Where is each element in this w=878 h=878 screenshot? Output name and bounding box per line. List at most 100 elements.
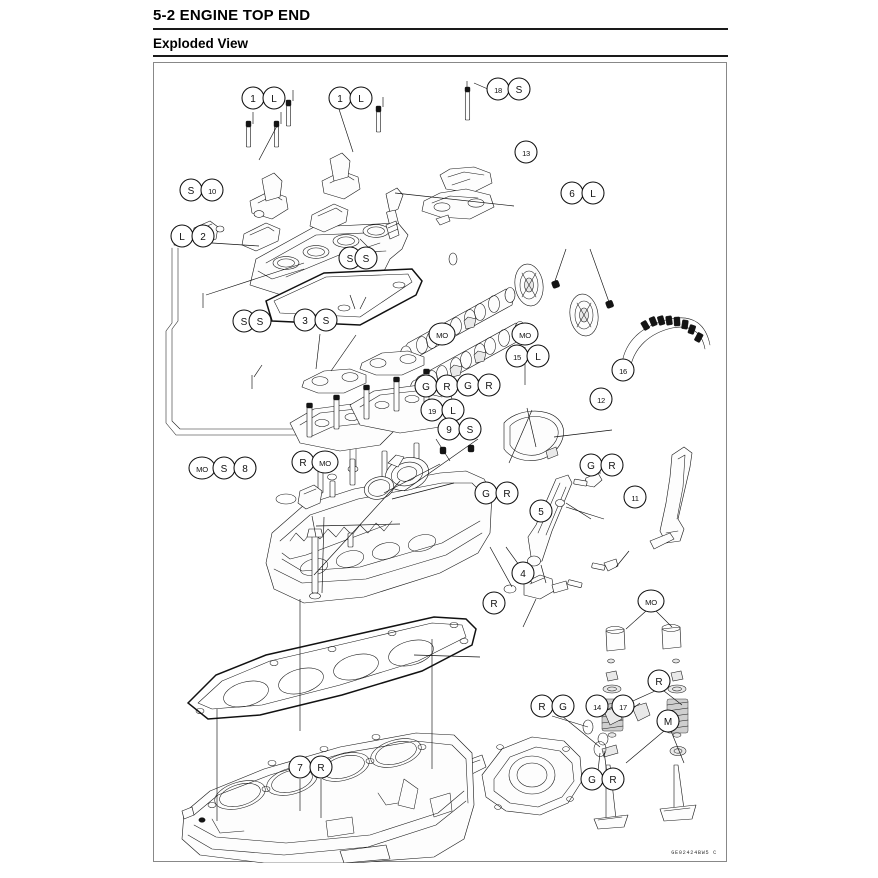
- callout-19-l[interactable]: 19 L: [420, 398, 465, 422]
- callout-s-s-2[interactable]: S S: [232, 309, 272, 333]
- leader-lines: [202, 81, 685, 821]
- svg-text:G: G: [464, 381, 472, 392]
- callout-9-s[interactable]: 9 S: [437, 417, 482, 441]
- svg-text:R: R: [299, 458, 306, 469]
- camshaft-cap-row: [301, 350, 425, 394]
- callout-s-10[interactable]: S 10: [179, 178, 224, 202]
- callout-7[interactable]: 7: [288, 755, 312, 779]
- svg-text:R: R: [485, 381, 492, 392]
- callout-m[interactable]: M: [656, 709, 680, 733]
- svg-text:G: G: [559, 702, 567, 713]
- svg-text:4: 4: [520, 569, 526, 580]
- callout-mo-camshaft-1[interactable]: MO: [428, 322, 456, 346]
- svg-text:S: S: [241, 317, 248, 328]
- cam-chain-guide: [649, 446, 693, 550]
- svg-text:1: 1: [337, 94, 343, 105]
- svg-text:R: R: [443, 382, 450, 393]
- svg-text:14: 14: [593, 703, 601, 712]
- callout-11[interactable]: 11: [623, 485, 647, 509]
- svg-text:16: 16: [619, 367, 627, 376]
- svg-text:R: R: [538, 702, 545, 713]
- svg-text:8: 8: [242, 464, 248, 475]
- callout-g-r-2[interactable]: G R: [456, 373, 501, 397]
- section-rule: [153, 55, 728, 57]
- callout-12[interactable]: 12: [589, 387, 613, 411]
- svg-text:10: 10: [208, 187, 216, 196]
- svg-text:2: 2: [200, 232, 206, 243]
- callout-mo-camshaft-2[interactable]: MO: [511, 322, 539, 346]
- callout-1-l-2[interactable]: 1 L: [328, 86, 373, 110]
- callout-r-crankcase[interactable]: R: [309, 755, 333, 779]
- svg-text:S: S: [516, 85, 523, 96]
- svg-text:S: S: [188, 186, 195, 197]
- callout-5[interactable]: 5: [529, 499, 553, 523]
- valve-train-group: [593, 624, 697, 830]
- small-parts-group: [275, 472, 619, 600]
- svg-text:MO: MO: [196, 465, 208, 474]
- svg-text:G: G: [482, 489, 490, 500]
- page-title: 5-2 ENGINE TOP END: [153, 7, 311, 24]
- svg-text:18: 18: [494, 86, 502, 95]
- camshaft-end-cap-assembly: [363, 410, 564, 500]
- callout-l-2[interactable]: L 2: [170, 224, 215, 248]
- valve-exhaust: [659, 764, 697, 822]
- svg-text:L: L: [271, 94, 277, 105]
- svg-text:L: L: [179, 232, 185, 243]
- svg-text:R: R: [317, 763, 324, 774]
- svg-text:17: 17: [619, 703, 627, 712]
- camshaft-sprocket-right: [569, 293, 599, 337]
- svg-text:S: S: [257, 317, 264, 328]
- svg-text:S: S: [347, 254, 354, 265]
- svg-text:MO: MO: [519, 331, 531, 340]
- callout-mo-s-8[interactable]: MO S 8: [188, 456, 257, 480]
- svg-text:9: 9: [446, 425, 452, 436]
- callout-g-r-4[interactable]: G R: [474, 481, 519, 505]
- callout-13[interactable]: 13: [514, 140, 538, 164]
- callout-layer: 1 L 1 L 18 S 13 6: [170, 77, 680, 791]
- callout-3-s[interactable]: 3 S: [293, 308, 338, 332]
- callout-g-r-5[interactable]: G R: [580, 767, 625, 791]
- svg-text:15: 15: [513, 353, 521, 362]
- callout-r-gasket[interactable]: R: [482, 591, 506, 615]
- callout-14[interactable]: 14: [585, 694, 609, 718]
- svg-text:G: G: [422, 382, 430, 393]
- exploded-view-drawing: 1 L 1 L 18 S 13 6: [165, 77, 711, 863]
- callout-1-l[interactable]: 1 L: [241, 86, 286, 110]
- camshaft-sprocket-left: [514, 263, 544, 307]
- svg-text:L: L: [535, 352, 541, 363]
- callout-18-s[interactable]: 18 S: [486, 77, 531, 101]
- callout-4[interactable]: 4: [511, 561, 535, 585]
- callout-g-r-3[interactable]: G R: [579, 453, 624, 477]
- callout-g-r-1[interactable]: G R: [414, 374, 459, 398]
- callout-r-spring[interactable]: R: [647, 669, 671, 693]
- camshaft-cap-assembly: [421, 86, 495, 266]
- svg-text:L: L: [450, 406, 456, 417]
- callout-r-mo[interactable]: R MO: [291, 450, 339, 474]
- callout-r-g[interactable]: R G: [530, 694, 575, 718]
- callout-17[interactable]: 17: [611, 694, 635, 718]
- callout-mo-valve[interactable]: MO: [637, 589, 665, 613]
- svg-text:S: S: [467, 425, 474, 436]
- callout-s-s-1[interactable]: S S: [338, 246, 378, 270]
- svg-text:12: 12: [597, 396, 605, 405]
- svg-text:S: S: [221, 464, 228, 475]
- svg-text:G: G: [588, 775, 596, 786]
- spark-plug: [385, 187, 404, 240]
- cylinder-head-gasket: [186, 616, 477, 720]
- svg-text:L: L: [358, 94, 364, 105]
- exploded-view-figure: 1 L 1 L 18 S 13 6: [153, 62, 727, 863]
- callout-6-l[interactable]: 6 L: [560, 181, 605, 205]
- callout-15-l[interactable]: 15 L: [505, 344, 550, 368]
- header-rule: [153, 28, 728, 30]
- svg-text:R: R: [503, 489, 510, 500]
- svg-text:R: R: [609, 775, 616, 786]
- svg-text:7: 7: [297, 763, 303, 774]
- crankcase-cylinder-block: [181, 732, 475, 863]
- svg-text:L: L: [590, 189, 596, 200]
- page-header: 5-2 ENGINE TOP END Exploded View: [153, 6, 728, 57]
- svg-text:MO: MO: [645, 598, 657, 607]
- figure-code: GE02424BW5 C: [671, 850, 717, 856]
- svg-text:6: 6: [569, 189, 575, 200]
- callout-16[interactable]: 16: [611, 358, 635, 382]
